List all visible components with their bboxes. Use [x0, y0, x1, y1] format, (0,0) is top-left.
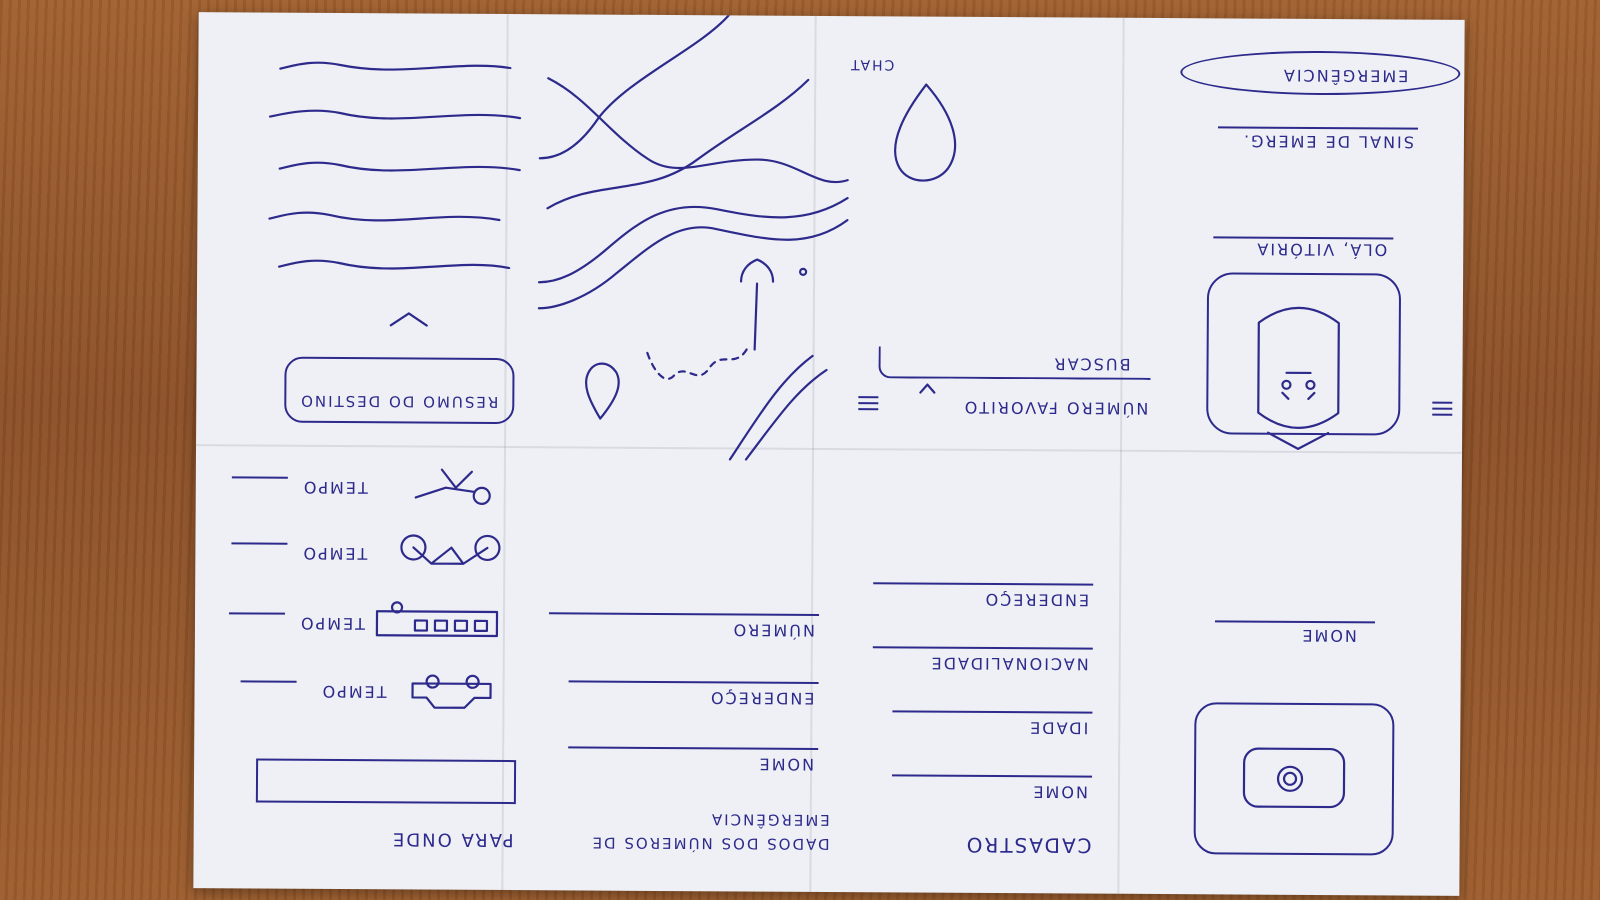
bus-time-label: TEMPO: [298, 613, 366, 634]
contacts-title: DADOS DOS NÚMEROS DE EMERGÊNCIA: [590, 810, 830, 854]
walking-time-label: TEMPO: [301, 477, 368, 498]
walking-icon[interactable]: [406, 465, 496, 510]
register-address-field[interactable]: [873, 582, 1094, 586]
contact-number-label: NÚMERO: [731, 620, 815, 640]
emergency-button-label: EMERGÊNCIA: [1281, 65, 1409, 86]
car-time-label: TEMPO: [320, 681, 387, 702]
menu-icon[interactable]: [858, 392, 879, 414]
contact-name-field[interactable]: [568, 746, 819, 750]
camera-icon[interactable]: [1238, 737, 1348, 818]
greeting-text: OLÁ, VITÓRIA: [1255, 239, 1388, 260]
search-label: BUSCAR: [1052, 354, 1131, 374]
sketch-content: NOME CADASTRO NOME IDADE NACIONALIDADE E…: [193, 12, 1464, 896]
contact-number-field[interactable]: [549, 612, 820, 616]
map-drawing[interactable]: [537, 14, 849, 461]
bicycle-icon[interactable]: [393, 531, 503, 572]
destination-input[interactable]: [255, 758, 517, 805]
register-age-label: IDADE: [1028, 718, 1089, 738]
favorite-number-label: NÚMERO FAVORITO: [962, 397, 1149, 418]
menu-icon[interactable]: [1432, 398, 1453, 420]
chevron-down-icon[interactable]: [389, 309, 429, 329]
paper-sheet: NOME CADASTRO NOME IDADE NACIONALIDADE E…: [193, 12, 1465, 896]
register-title: CADASTRO: [964, 832, 1092, 858]
car-icon[interactable]: [406, 671, 496, 712]
chevron-down-icon[interactable]: [918, 383, 936, 395]
contact-address-label: ENDEREÇO: [708, 688, 815, 708]
register-address-label: ENDEREÇO: [983, 589, 1090, 610]
contact-address-field[interactable]: [568, 680, 819, 684]
location-pin-icon[interactable]: [886, 78, 967, 188]
name-field[interactable]: [1214, 620, 1375, 624]
avatar[interactable]: [1238, 293, 1359, 450]
register-name-field[interactable]: [892, 774, 1093, 778]
screen-register: CADASTRO NOME IDADE NACIONALIDADE ENDERE…: [843, 460, 1154, 894]
screen-home: OLÁ, VITÓRIA SINAL DE EMERG. EMERGÊNCIA: [1154, 18, 1465, 464]
screen-emergency-contacts: DADOS DOS NÚMEROS DE EMERGÊNCIA NOME END…: [535, 458, 846, 892]
screen-destination: PARA ONDE TEMPO TEMPO TEMPO: [193, 456, 538, 890]
register-nationality-label: NACIONALIDADE: [929, 653, 1089, 674]
signal-label: SINAL DE EMERG.: [1241, 131, 1414, 152]
chat-label[interactable]: CHAT: [848, 56, 895, 73]
contact-name-label: NOME: [757, 754, 815, 774]
bus-icon[interactable]: [371, 601, 501, 644]
screen-summary: RESUMO DO DESTINO: [196, 12, 541, 458]
summary-button-label: RESUMO DO DESTINO: [299, 391, 499, 411]
screen-search: NÚMERO FAVORITO BUSCAR CHAT: [846, 16, 1157, 462]
register-age-field[interactable]: [892, 710, 1093, 714]
summary-text-lines: [268, 61, 522, 270]
bicycle-time-label: TEMPO: [301, 543, 368, 564]
screen-signup: NOME: [1151, 462, 1462, 896]
register-nationality-field[interactable]: [872, 646, 1093, 650]
name-label: NOME: [1300, 625, 1357, 646]
screen-map: [537, 14, 849, 461]
destination-title: PARA ONDE: [390, 828, 514, 851]
register-name-label: NOME: [1031, 782, 1088, 802]
